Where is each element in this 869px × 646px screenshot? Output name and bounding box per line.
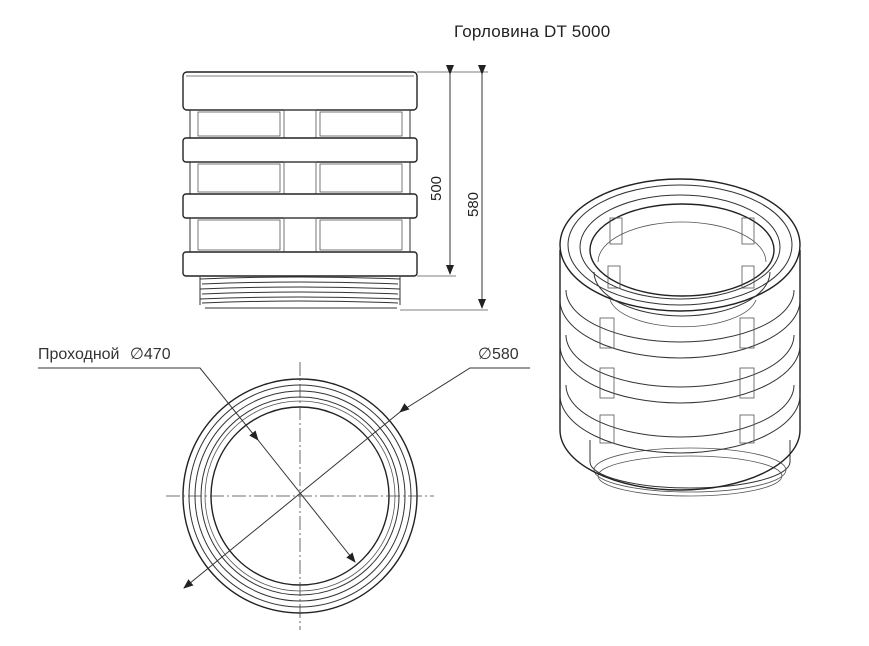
side-section-2	[189, 161, 411, 195]
diameter-symbol: ∅	[478, 346, 492, 363]
side-thread	[199, 276, 401, 309]
side-section-3	[189, 217, 411, 253]
isometric-view	[559, 178, 801, 497]
iso-top-rim-outer	[559, 178, 801, 312]
side-ring-2	[182, 137, 418, 163]
side-top-ring	[182, 71, 418, 111]
passage-dimension-label: Проходной ∅470	[38, 344, 171, 364]
top-view	[38, 362, 530, 630]
iso-top-rim-inner	[589, 203, 775, 297]
side-view	[182, 71, 418, 309]
outer-value: 580	[491, 346, 519, 363]
outer-dimension-label: ∅580	[478, 344, 519, 364]
side-bottom-ring	[182, 251, 418, 277]
passage-label-text: Проходной	[38, 346, 120, 363]
side-ring-3	[182, 193, 418, 219]
drawing-title: Горловина DT 5000	[454, 22, 611, 41]
passage-value: 470	[143, 346, 171, 363]
side-section-1	[189, 109, 411, 139]
height-dimensions	[400, 65, 488, 311]
diameter-symbol: ∅	[129, 346, 144, 363]
